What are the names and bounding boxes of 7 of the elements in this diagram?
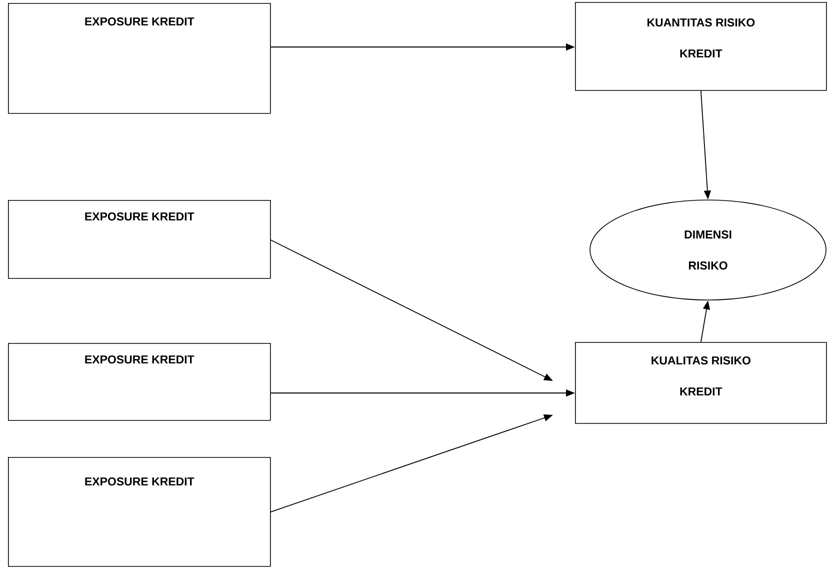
process-box: KUALITAS RISIKO KREDIT [575,342,827,424]
process-box: EXPOSURE KREDIT [8,200,271,279]
process-box: EXPOSURE KREDIT [8,343,271,421]
process-box: EXPOSURE KREDIT [8,457,271,567]
process-box: EXPOSURE KREDIT [8,3,271,114]
process-box: KUANTITAS RISIKO KREDIT [575,2,827,91]
ellipse-node: DIMENSI RISIKO [590,200,826,300]
